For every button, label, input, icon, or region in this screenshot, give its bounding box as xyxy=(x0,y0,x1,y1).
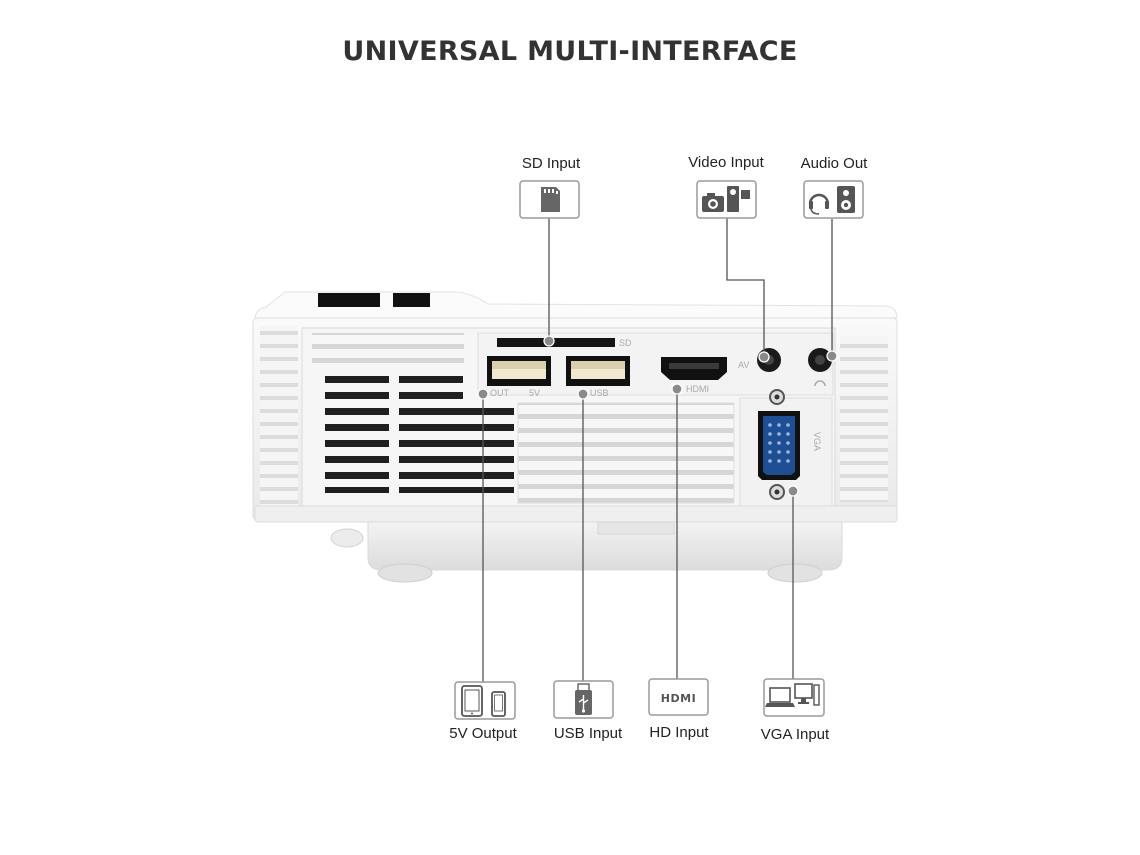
panel-mark-hdmi: HDMI xyxy=(686,384,709,394)
leader-lines xyxy=(482,218,833,684)
rubber-foot xyxy=(330,528,364,548)
panel-mark-av: AV xyxy=(738,360,749,370)
laptop-desktop-icon xyxy=(763,678,825,717)
dark-vent-grille xyxy=(325,376,514,493)
sd-card-slot: SD xyxy=(497,338,632,348)
hdmi-port: HDMI xyxy=(661,357,727,394)
projector-body xyxy=(252,291,898,583)
label-video-input: Video Input xyxy=(688,154,764,171)
label-usb-input: USB Input xyxy=(553,725,623,742)
hdmi-logo-text: HDMI xyxy=(661,692,696,705)
hdmi-logo-icon: HDMI xyxy=(648,678,709,716)
usb-port-5v-out: OUT 5V xyxy=(487,356,551,398)
audio-jack xyxy=(808,348,832,387)
usb-stick-icon xyxy=(553,680,614,719)
panel-mark-usb: USB xyxy=(590,388,609,398)
top-button xyxy=(318,293,380,307)
right-side-ribs xyxy=(840,336,888,502)
leader-dots xyxy=(477,335,838,497)
panel-mark-vga: VGA xyxy=(812,432,822,451)
page-title: UNIVERSAL MULTI-INTERFACE xyxy=(342,36,798,67)
sd-card-icon xyxy=(519,180,580,219)
panel-mark-out: OUT xyxy=(490,388,510,398)
projector-base xyxy=(367,521,843,571)
headset-speaker-icon xyxy=(803,180,864,219)
panel-mark-5v: 5V xyxy=(529,388,540,398)
label-5v-output: 5V Output xyxy=(449,725,517,742)
left-side-ribs xyxy=(260,326,298,510)
camera-camcorder-icon xyxy=(696,180,757,219)
rubber-foot xyxy=(377,563,433,583)
leader-video xyxy=(726,218,765,357)
label-hd-input: HD Input xyxy=(649,724,709,741)
label-sd-input: SD Input xyxy=(521,155,581,172)
tablet-phone-icon xyxy=(454,681,516,720)
vent-grille xyxy=(312,333,464,369)
rubber-foot xyxy=(767,563,823,583)
label-audio-out: Audio Out xyxy=(800,155,868,172)
top-button xyxy=(393,293,430,307)
vent-grille xyxy=(517,402,735,504)
vga-port: VGA xyxy=(758,389,822,500)
usb-port-input: USB xyxy=(566,356,630,398)
label-vga-input: VGA Input xyxy=(760,726,830,743)
panel-mark-sd: SD xyxy=(619,338,632,348)
